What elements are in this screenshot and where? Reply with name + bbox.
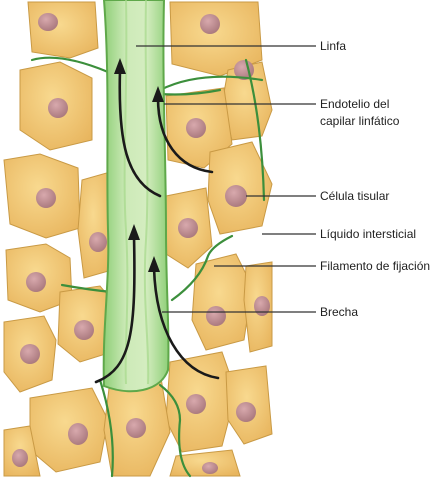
label-linfa: Linfa — [320, 38, 346, 54]
tissue-cell — [28, 2, 98, 58]
tissue-cell — [244, 262, 272, 352]
tissue-cell — [20, 62, 92, 150]
label-endotelio-line2: capilar linfático — [320, 113, 399, 129]
label-celula-tisular: Célula tisular — [320, 188, 389, 204]
label-brecha: Brecha — [320, 304, 358, 320]
label-endotelio-line1: Endotelio del — [320, 96, 389, 112]
label-filamento-fijacion: Filamento de fijación — [320, 258, 430, 274]
tissue-cell — [192, 254, 252, 350]
tissue-cell — [226, 366, 272, 444]
tissue-cell — [30, 388, 108, 472]
label-liquido-intersticial: Líquido intersticial — [320, 226, 416, 242]
tissue-cell — [4, 154, 80, 238]
tissue-cell — [166, 188, 212, 268]
tissue-cell — [4, 316, 56, 392]
